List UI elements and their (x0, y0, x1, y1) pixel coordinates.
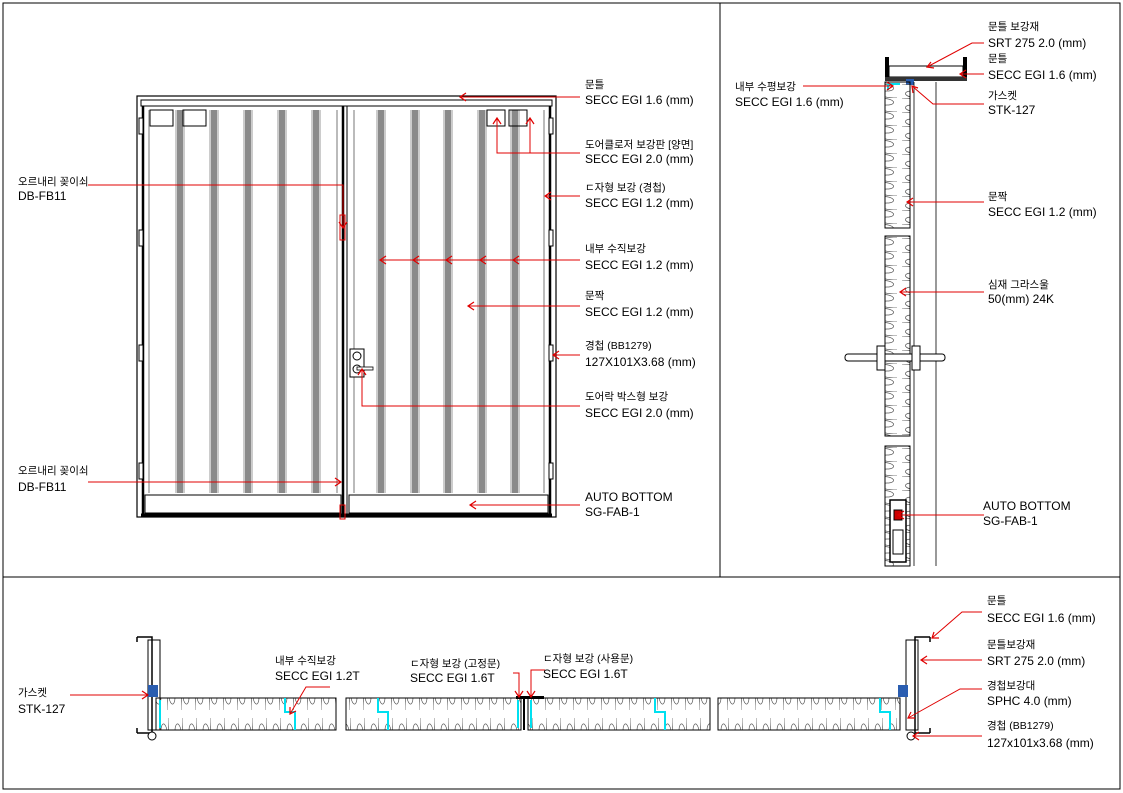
label-closer-plate-spec: SECC EGI 2.0 (mm) (585, 152, 694, 166)
auto-bottom-left (144, 494, 342, 514)
label-flush-bolt-bottom-title: 오르내리 꽂이쇠 (18, 465, 89, 477)
label-plan-gasket-spec: STK-127 (18, 702, 66, 716)
label-door-leaf-title: 문짝 (585, 290, 605, 302)
label-c-channel-active-spec: SECC EGI 1.6T (543, 667, 628, 681)
auto-bottom-icon (889, 499, 907, 563)
label-hinge-reinforcement-title: 경첩보강대 (987, 679, 1035, 692)
label-side-gasket-spec: STK-127 (988, 103, 1036, 117)
label-closer-plate-title: 도어클로저 보강판 [양면] (585, 139, 693, 151)
label-side-auto-bottom-spec: SG-FAB-1 (983, 514, 1038, 528)
label-c-channel-active-title: ㄷ자형 보강 (사용문) (543, 653, 633, 665)
label-c-channel-fixed-title: ㄷ자형 보강 (고정문) (410, 658, 500, 670)
label-flush-bolt-top-spec: DB-FB11 (18, 189, 67, 203)
label-plan-hinge-title: 경첩 (BB1279) (987, 719, 1054, 732)
label-door-leaf-spec: SECC EGI 1.2 (mm) (585, 305, 694, 319)
label-frame-reinforcement-title: 문틀 보강재 (988, 21, 1039, 33)
label-plan-frame-spec: SECC EGI 1.6 (mm) (987, 611, 1096, 625)
plan-section (136, 636, 931, 741)
handle-icon (844, 345, 946, 371)
label-flush-bolt-top-title: 오르내리 꽂이쇠 (18, 176, 89, 188)
label-plan-stiffener-spec: SECC EGI 1.2T (275, 669, 360, 683)
label-auto-bottom-title: AUTO BOTTOM (585, 490, 673, 504)
plan-section-labels: 가스켓 STK-127 내부 수직보강 SECC EGI 1.2T ㄷ자형 보강… (18, 595, 1096, 750)
label-frame-title: 문틀 (585, 79, 605, 91)
door-lock-icon (349, 348, 374, 378)
label-hinge-reinforcement-spec: SPHC 4.0 (mm) (987, 694, 1072, 708)
closer-plate-left-1 (149, 109, 174, 127)
label-c-channel-hinge-title: ㄷ자형 보강 (경첩) (585, 181, 665, 194)
label-hinge-title: 경첩 (BB1279) (585, 339, 652, 352)
label-frame-reinforcement-spec: SRT 275 2.0 (mm) (988, 36, 1086, 50)
label-side-leaf-title: 문짝 (988, 191, 1008, 203)
label-horizontal-stiffener-title: 내부 수평보강 (735, 81, 796, 93)
side-section-labels: 문틀 보강재 SRT 275 2.0 (mm) 문틀 SECC EGI 1.6 … (735, 21, 1097, 528)
label-plan-frame-reinforcement-title: 문틀보강재 (987, 639, 1035, 651)
label-plan-hinge-spec: 127x101x3.68 (mm) (987, 736, 1094, 750)
label-c-channel-fixed-spec: SECC EGI 1.6T (410, 671, 495, 685)
closer-plate-left-2 (182, 109, 207, 127)
label-lock-box-spec: SECC EGI 2.0 (mm) (585, 406, 694, 420)
label-vertical-stiffener-title: 내부 수직보강 (585, 243, 646, 255)
front-elevation (136, 95, 557, 520)
label-horizontal-stiffener-spec: SECC EGI 1.6 (mm) (735, 95, 844, 109)
label-core-spec: 50(mm) 24K (988, 292, 1054, 306)
label-side-leaf-spec: SECC EGI 1.2 (mm) (988, 205, 1097, 219)
side-section-leaders (803, 42, 984, 520)
label-lock-box-title: 도어락 박스형 보강 (585, 391, 668, 403)
label-c-channel-hinge-spec: SECC EGI 1.2 (mm) (585, 196, 694, 210)
label-side-gasket-title: 가스켓 (988, 90, 1017, 102)
label-plan-stiffener-title: 내부 수직보강 (275, 655, 336, 667)
label-plan-gasket-title: 가스켓 (18, 687, 47, 699)
reinforcement-cyan (159, 698, 891, 730)
plan-section-leaders (70, 611, 982, 741)
elevation-leaders (88, 92, 580, 510)
auto-bottom-right (348, 494, 549, 514)
hinge-icons (138, 117, 554, 480)
elevation-labels: 문틀 SECC EGI 1.6 (mm) 도어클로저 보강판 [양면] SECC… (18, 79, 696, 519)
label-hinge-spec: 127X101X3.68 (mm) (585, 355, 696, 369)
closer-plate-right-2 (508, 109, 528, 127)
label-flush-bolt-bottom-spec: DB-FB11 (18, 480, 67, 494)
label-auto-bottom-spec: SG-FAB-1 (585, 505, 640, 519)
vertical-stiffeners (148, 110, 545, 493)
label-side-auto-bottom-title: AUTO BOTTOM (983, 499, 1071, 513)
label-plan-frame-reinforcement-spec: SRT 275 2.0 (mm) (987, 654, 1085, 668)
label-core-title: 심재 그라스울 (988, 279, 1049, 291)
label-vertical-stiffener-spec: SECC EGI 1.2 (mm) (585, 258, 694, 272)
side-section (844, 57, 967, 567)
closer-plate-right-1 (486, 109, 506, 127)
label-side-frame-title: 문틀 (988, 53, 1008, 65)
label-side-frame-spec: SECC EGI 1.6 (mm) (988, 68, 1097, 82)
label-plan-frame-title: 문틀 (987, 595, 1007, 607)
label-frame-spec: SECC EGI 1.6 (mm) (585, 93, 694, 107)
